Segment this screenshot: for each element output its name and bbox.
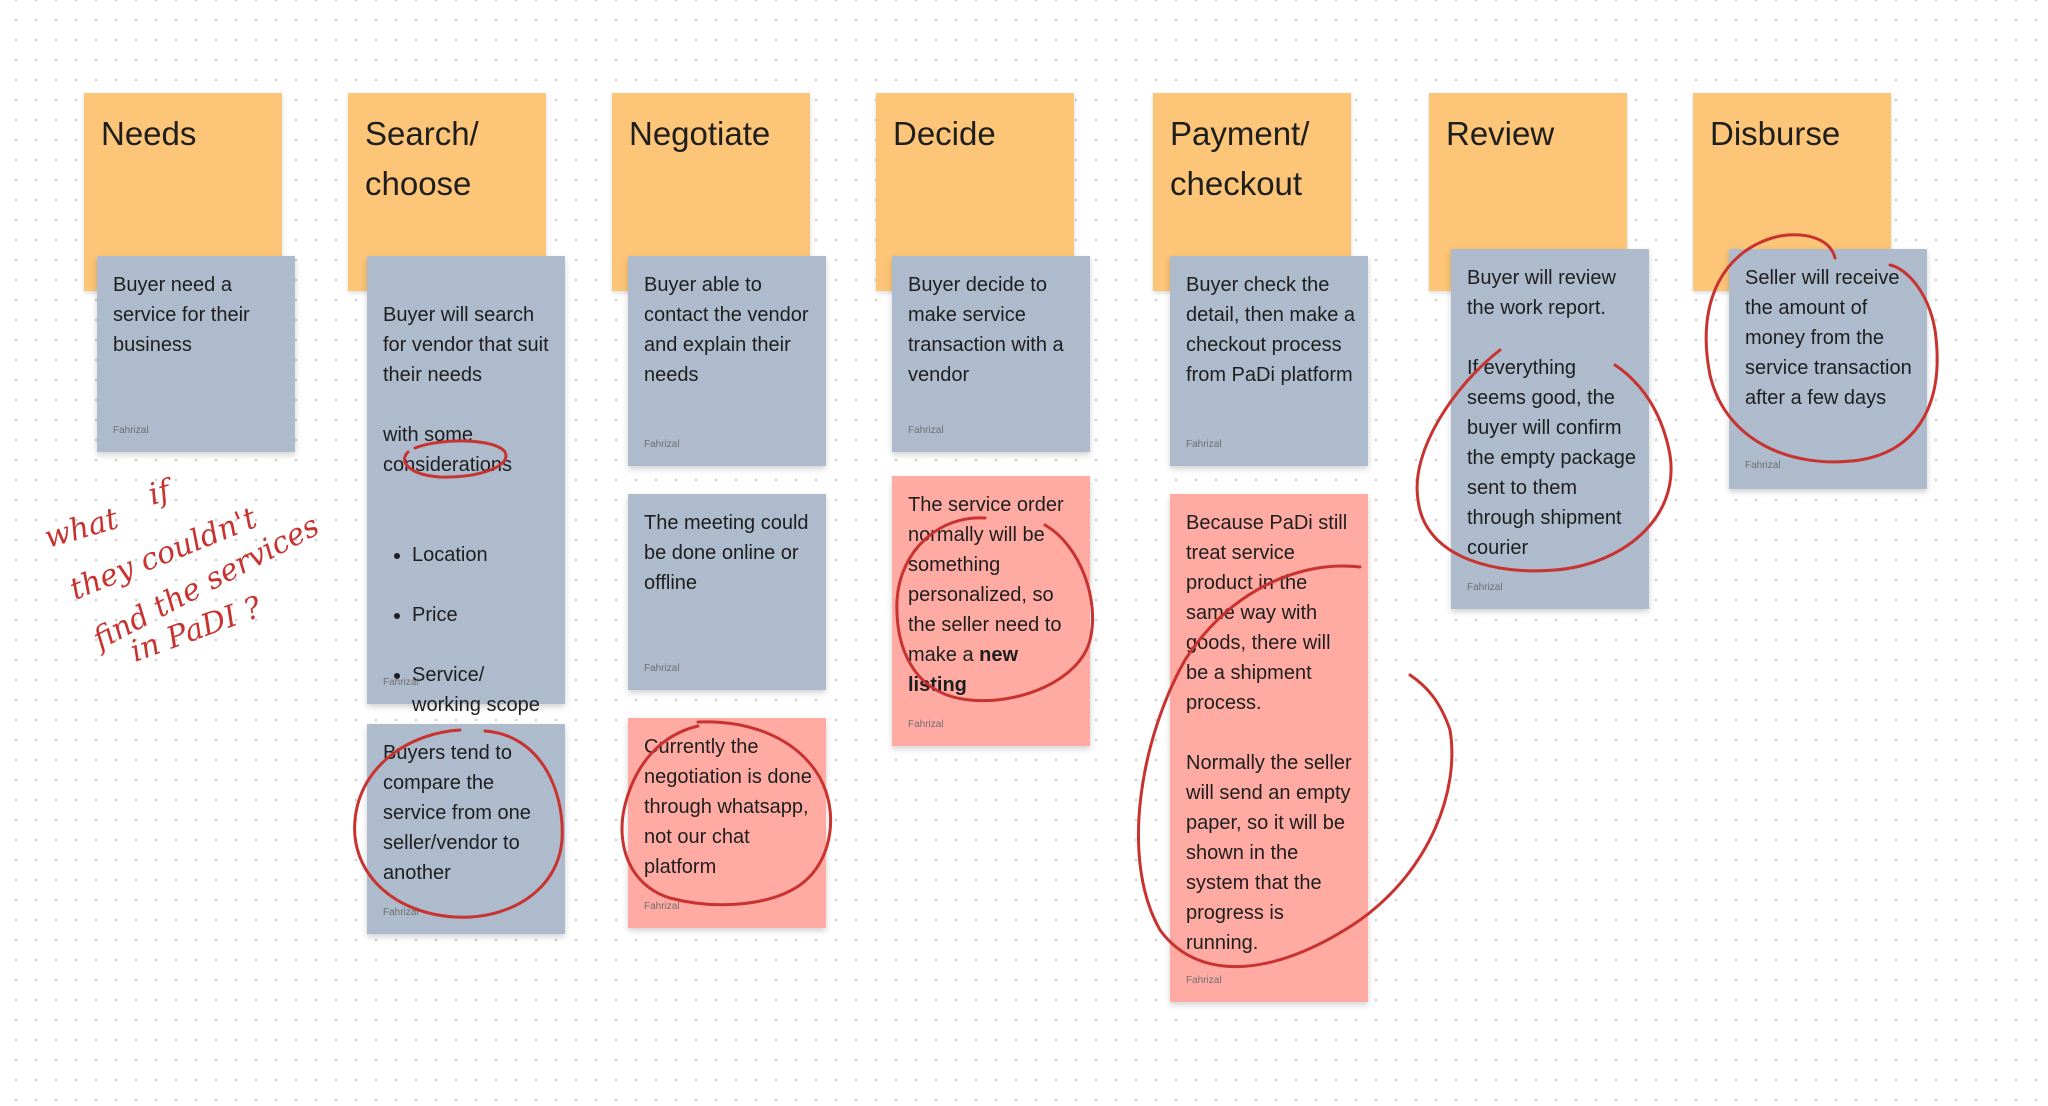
sticky-note-disburse-1[interactable]: Seller will receive the amount of money … xyxy=(1729,249,1927,489)
sticky-note-decide-2[interactable]: The service order normally will be somet… xyxy=(892,476,1090,746)
note-text: Buyer decide to make service transaction… xyxy=(908,274,1064,386)
sticky-note-decide-1[interactable]: Buyer decide to make service transaction… xyxy=(892,256,1090,452)
note-text: Buyer able to contact the vendor and exp… xyxy=(644,274,809,386)
hand-text: what xyxy=(41,501,124,556)
column-title: Payment/ checkout xyxy=(1170,115,1310,202)
note-text-part: The service order normally will be somet… xyxy=(908,494,1064,666)
sticky-note-payment-2[interactable]: Because PaDi still treat service product… xyxy=(1170,494,1368,1002)
column-title: Disburse xyxy=(1710,115,1841,152)
note-author: Fahrizal xyxy=(383,677,419,688)
note-author: Fahrizal xyxy=(644,901,680,912)
note-author: Fahrizal xyxy=(644,439,680,450)
hand-text: in PaDI ? xyxy=(126,590,267,670)
note-author: Fahrizal xyxy=(1467,582,1503,593)
sticky-note-negotiate-1[interactable]: Buyer able to contact the vendor and exp… xyxy=(628,256,826,466)
column-title: Negotiate xyxy=(629,115,771,152)
handwritten-note-question: what if they couldn't find the services … xyxy=(41,472,326,670)
note-paragraph: Buyer will search for vendor that suit t… xyxy=(383,304,549,476)
note-text: The meeting could be done online or offl… xyxy=(644,512,809,594)
list-item: Location xyxy=(412,540,555,570)
column-title: Review xyxy=(1446,115,1555,152)
note-text: Seller will receive the amount of money … xyxy=(1745,267,1912,409)
sticky-note-review-1[interactable]: Buyer will review the work report. If ev… xyxy=(1451,249,1649,609)
note-text: The service order normally will be somet… xyxy=(908,490,1080,700)
column-title: Search/ choose xyxy=(365,115,479,202)
note-text: Currently the negotiation is done throug… xyxy=(644,736,812,878)
note-author: Fahrizal xyxy=(1745,460,1781,471)
sticky-note-negotiate-3[interactable]: Currently the negotiation is done throug… xyxy=(628,718,826,928)
note-author: Fahrizal xyxy=(1186,975,1222,986)
note-text: Buyers tend to compare the service from … xyxy=(383,742,531,884)
note-author: Fahrizal xyxy=(644,663,680,674)
note-author: Fahrizal xyxy=(1186,439,1222,450)
note-text: Because PaDi still treat service product… xyxy=(1186,512,1352,954)
note-text: Buyer will review the work report. If ev… xyxy=(1467,267,1636,559)
column-title: Needs xyxy=(101,115,197,152)
note-author: Fahrizal xyxy=(908,719,944,730)
sticky-note-needs-1[interactable]: Buyer need a service for their business … xyxy=(97,256,295,452)
hand-text: if xyxy=(145,472,179,513)
note-text: Buyer need a service for their business xyxy=(113,274,250,356)
hand-text: they couldn't xyxy=(65,500,263,607)
list-item: Service/ working scope xyxy=(412,660,555,720)
sticky-note-payment-1[interactable]: Buyer check the detail, then make a chec… xyxy=(1170,256,1368,466)
note-text: Buyer check the detail, then make a chec… xyxy=(1186,274,1355,386)
note-author: Fahrizal xyxy=(908,425,944,436)
sticky-note-search-2[interactable]: Buyers tend to compare the service from … xyxy=(367,724,565,934)
note-author: Fahrizal xyxy=(113,425,149,436)
column-title: Decide xyxy=(893,115,996,152)
hand-text: find the services xyxy=(86,508,326,658)
note-author: Fahrizal xyxy=(383,907,419,918)
sticky-note-search-1[interactable]: Buyer will search for vendor that suit t… xyxy=(367,256,565,896)
sticky-note-negotiate-2[interactable]: The meeting could be done online or offl… xyxy=(628,494,826,690)
list-item: Price xyxy=(412,600,555,630)
